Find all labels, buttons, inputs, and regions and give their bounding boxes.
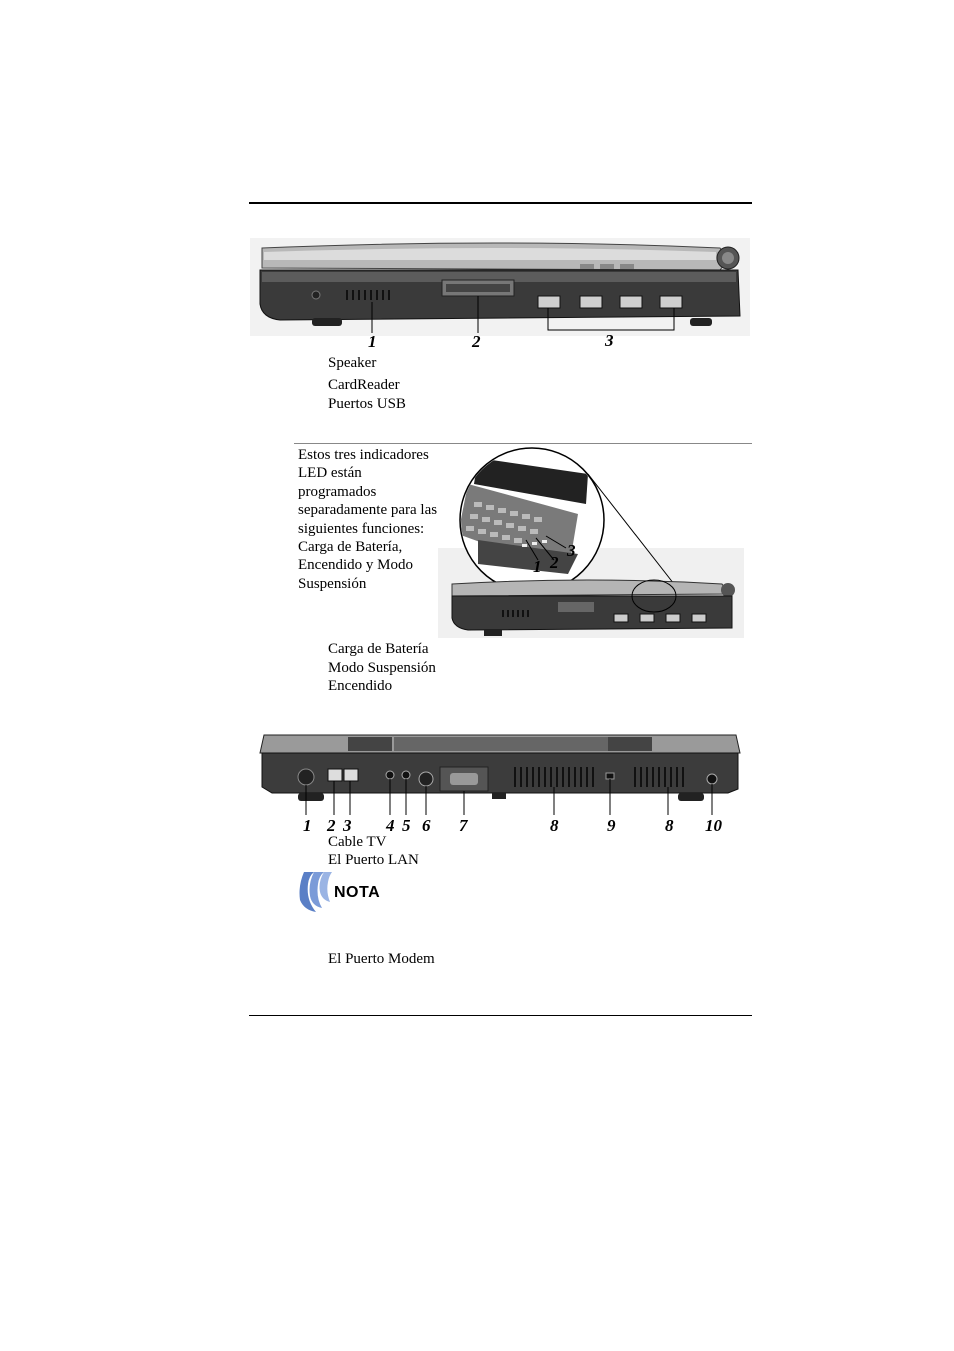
footer-rule (249, 1015, 752, 1016)
legend-item-speaker: Speaker (328, 355, 377, 371)
callout-number: 6 (422, 816, 431, 835)
callout-number: 4 (386, 816, 395, 835)
callout-number: 1 (533, 557, 542, 576)
led-description: Estos tres indicadores LED están program… (298, 447, 438, 592)
legend-item-modem: El Puerto Modem (328, 951, 435, 967)
callout-number: 3 (567, 541, 576, 560)
callout-number: 8 (665, 816, 674, 835)
legend-item-cable-tv: Cable TV (328, 834, 387, 850)
callout-number: 2 (327, 816, 336, 835)
callout-number: 7 (459, 816, 468, 835)
led-indicators-photo (438, 447, 744, 638)
header-rule (249, 202, 752, 204)
callout-number: 3 (605, 331, 614, 350)
callout-number: 8 (550, 816, 559, 835)
nota-icon (299, 872, 332, 912)
callout-number: 2 (472, 332, 481, 351)
legend-item-battery: Carga de Batería (328, 641, 429, 657)
callout-number: 3 (343, 816, 352, 835)
legend-item-usb: Puertos USB (328, 396, 406, 412)
callout-number: 1 (303, 816, 312, 835)
laptop-rear-photo (259, 734, 741, 815)
legend-item-power: Encendido (328, 678, 393, 694)
section-divider (294, 443, 752, 444)
legend-item-lan: El Puerto LAN (328, 852, 419, 868)
callout-number: 9 (607, 816, 616, 835)
callout-number: 1 (368, 332, 377, 351)
laptop-right-side-photo (250, 238, 750, 336)
callout-number: 2 (550, 553, 559, 572)
legend-item-cardreader: CardReader (328, 377, 400, 393)
legend-item-suspend: Modo Suspensión (328, 660, 436, 676)
note-label: NOTA (334, 884, 381, 901)
callout-number: 10 (705, 816, 722, 835)
callout-number: 5 (402, 816, 411, 835)
